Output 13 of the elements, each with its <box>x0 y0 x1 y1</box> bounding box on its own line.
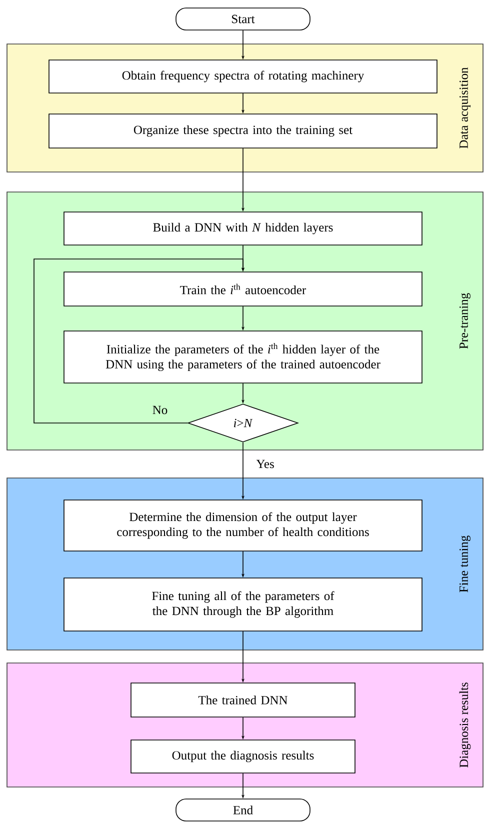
process-box: Determine the dimension of the output layer corresponding to the number of health conditions <box>64 500 422 552</box>
process-box: Output the diagnosis results <box>130 740 356 774</box>
arrow <box>34 258 245 424</box>
process-box: Obtain frequency spectra of rotating machinery <box>48 60 438 94</box>
process-box: Organize these spectra into the training set <box>48 114 438 148</box>
process-box: The trained DNN <box>130 682 356 718</box>
process-box: Train the i$^{th}$ autoencoder <box>64 272 422 306</box>
edge-label: Yes <box>255 458 276 470</box>
terminal-box: Start <box>176 8 310 30</box>
process-box: Build a DNN with N hidden layers <box>64 212 422 246</box>
terminal-box: End <box>176 798 310 822</box>
process-box: Initialize the parameters of the i$^{th}$ hidden layer of the DNN using the parameters of the trained autoencoder <box>64 330 422 384</box>
process-box: Fine tuning all of the parameters of the DNN through the BP algorithm <box>64 578 422 632</box>
